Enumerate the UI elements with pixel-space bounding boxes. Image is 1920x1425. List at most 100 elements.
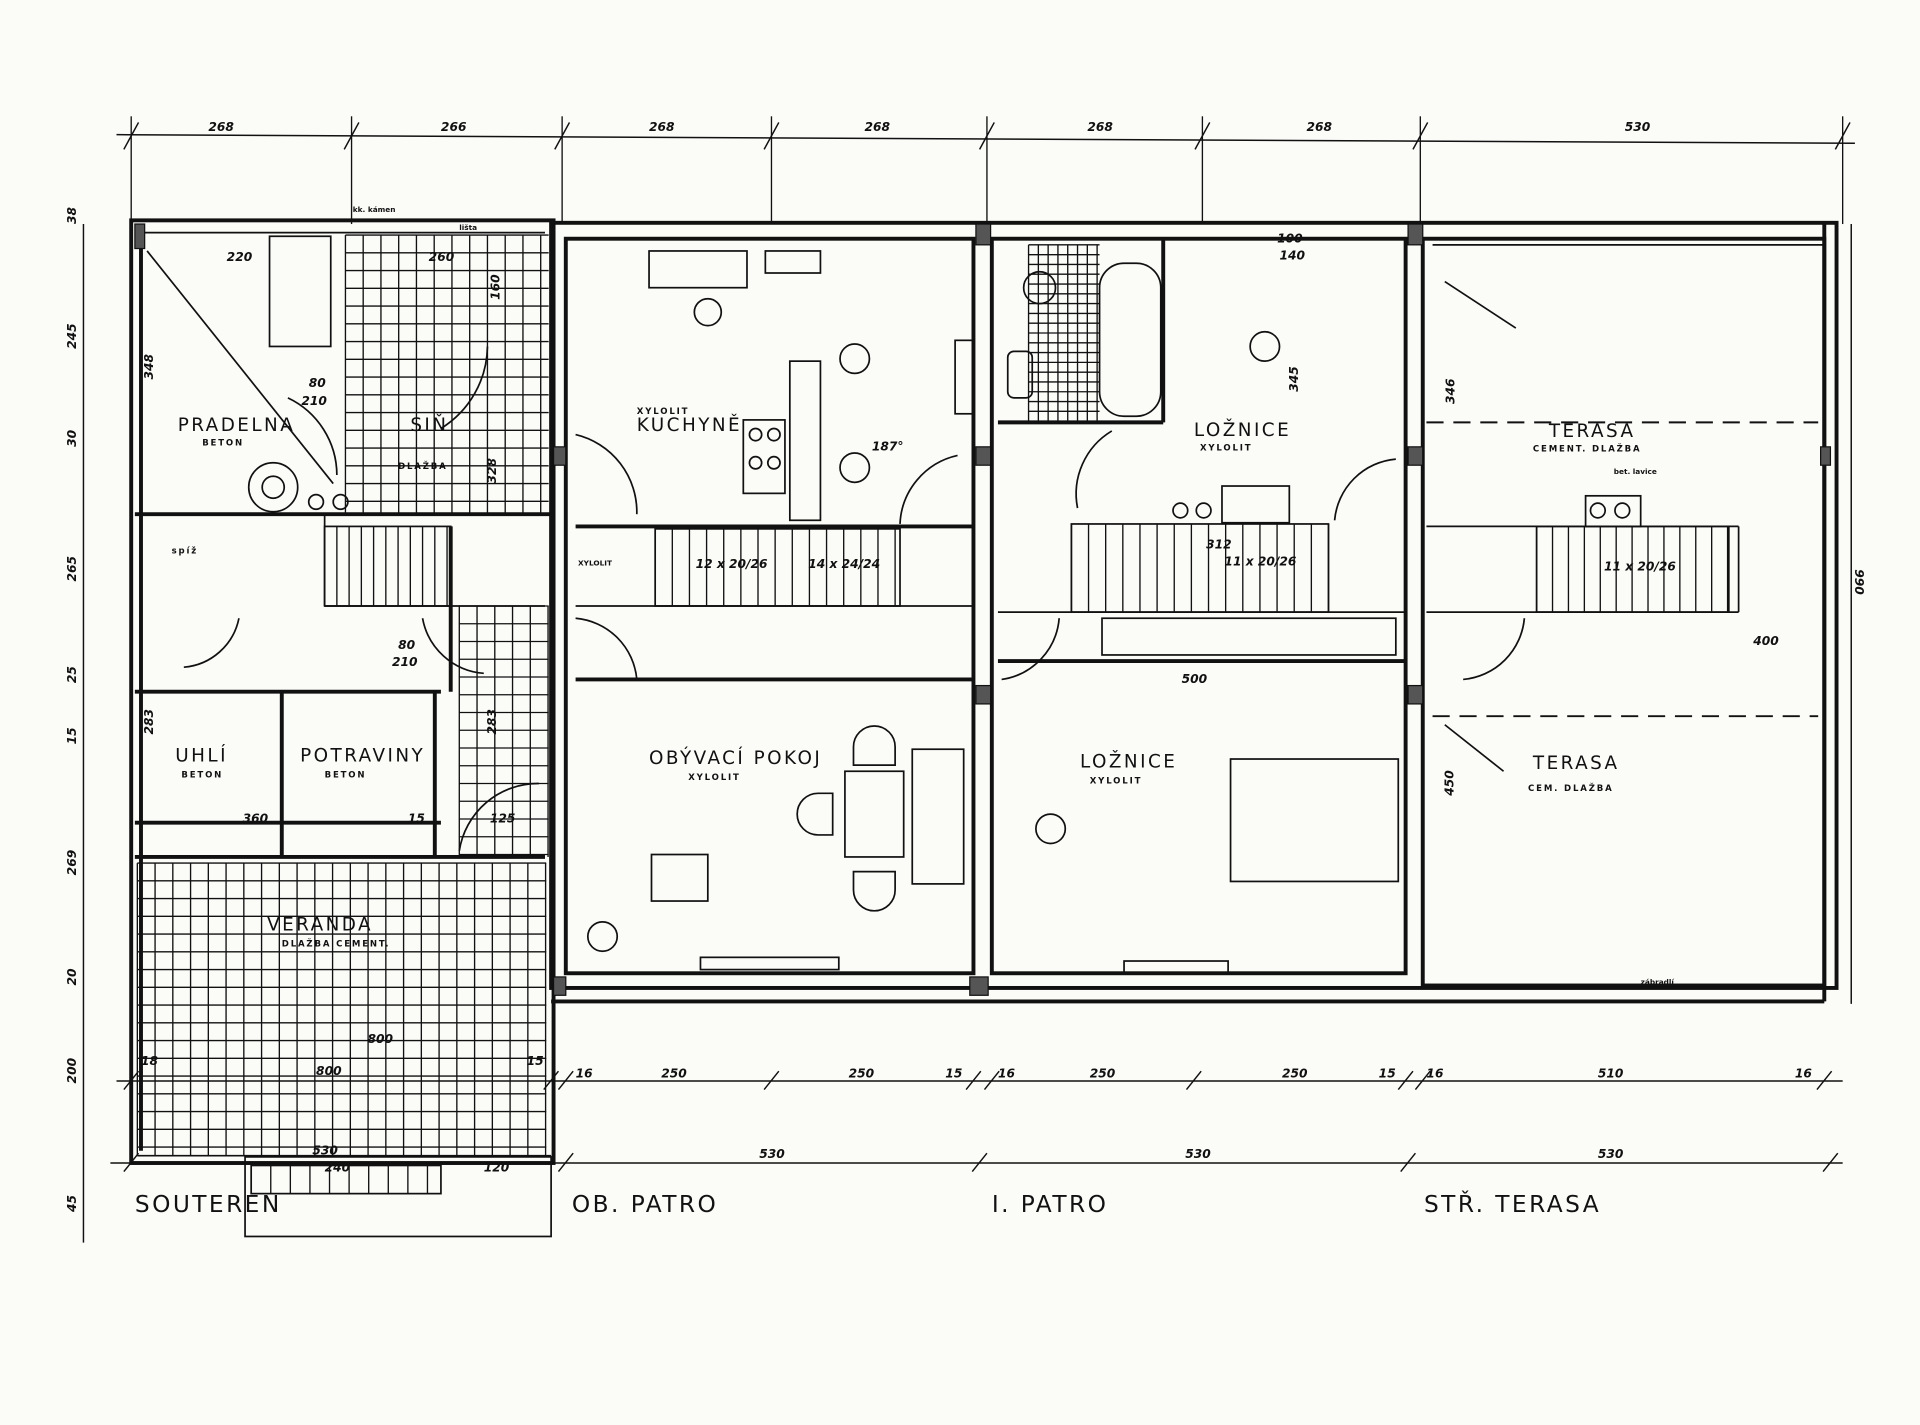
dim-bottom: 18 (141, 1054, 159, 1068)
dim-left: 38 (65, 207, 79, 225)
dim-inner: 140 (1280, 249, 1306, 263)
room-spiz: spíž (172, 546, 198, 556)
material-label: CEM. DLAŽBA (1528, 782, 1614, 794)
dim-top: 530 (1625, 120, 1651, 134)
floor-labels: SOUTEREN OB. PATRO I. PATRO STŘ. TERASA (135, 1190, 1599, 1218)
dim-left: 20 (65, 968, 79, 986)
dim-inner: 11 x 20/26 (1224, 555, 1296, 569)
room-pradelna: PRADELNA (178, 415, 295, 436)
dimension-tick (1185, 1070, 1202, 1091)
dim-inner: 312 (1206, 537, 1232, 551)
material-label: DLAŽBA (398, 460, 448, 472)
dim-bottom: 250 (661, 1066, 687, 1080)
dimension-tick (763, 1070, 780, 1091)
floor-label-i-patro: I. PATRO (992, 1191, 1109, 1218)
note-lavice: bet. lavice (1614, 467, 1657, 476)
dim-bottom: 510 (1598, 1066, 1624, 1080)
dim-bottom: 16 (576, 1066, 594, 1080)
dim-inner: 500 (1182, 672, 1208, 686)
room-terasa-upper: TERASA (1548, 421, 1636, 442)
dim-inner: 220 (227, 250, 253, 264)
dimension-tick (123, 1070, 140, 1091)
dim-inner: 100 (1277, 231, 1303, 245)
dim-left: 30 (65, 429, 79, 447)
dim-bottom: 250 (849, 1066, 875, 1080)
dimension-tick (965, 1070, 982, 1091)
dim-bottom-total: 530 (1185, 1147, 1211, 1161)
dim-inner: 187° (872, 440, 904, 454)
dim-left: 265 (65, 556, 79, 582)
stair-flight (323, 525, 452, 607)
note-kamen: kk. kámen (353, 205, 396, 214)
room-loznice-upper: LOŽNICE (1194, 419, 1291, 441)
dim-top: 268 (1087, 120, 1113, 134)
dim-inner: 346 (1444, 378, 1458, 404)
dim-top: 266 (441, 120, 467, 134)
dim-inner: 210 (392, 655, 418, 669)
dimension-tick (1414, 1070, 1431, 1091)
dim-inner: 12 x 20/26 (696, 557, 768, 571)
dimension-tick (557, 1152, 574, 1173)
bottom-dimension-lines: 990 (82, 224, 1866, 1243)
building-walls (129, 218, 1839, 1238)
dimension-tick (557, 1070, 574, 1091)
room-veranda: VERANDA (267, 914, 373, 935)
material-label: XYLOLIT (1090, 777, 1143, 787)
dim-bottom: 250 (1090, 1066, 1116, 1080)
dim-inner: 345 (1287, 366, 1301, 392)
material-label: CEMENT. DLAŽBA (1533, 443, 1642, 455)
dim-inner: 260 (429, 250, 455, 264)
dim-inner: 120 (484, 1161, 510, 1175)
note-lista: lišta (459, 223, 477, 232)
dimension-tick (1822, 1152, 1839, 1173)
note-xylolit: XYLOLIT (578, 559, 612, 568)
dim-left: 45 (65, 1195, 79, 1213)
dim-left: 200 (65, 1057, 79, 1083)
dim-inner: 360 (243, 812, 269, 826)
dimension-tick (1816, 1070, 1833, 1091)
dim-inner: 328 (485, 458, 499, 484)
floor-label-souteren: SOUTEREN (135, 1191, 282, 1218)
dimension-tick (971, 1152, 988, 1173)
room-labels: PRADELNA BETON SIŇ DLAŽBA KUCHYNĚ XYLOLI… (172, 205, 1675, 986)
top-dimension-line (116, 116, 1855, 225)
dim-total-depth: 990 (1852, 569, 1866, 595)
material-label: BETON (181, 770, 223, 780)
dim-bottom: 16 (998, 1066, 1016, 1080)
staircases (250, 523, 1730, 1195)
material-label: XYLOLIT (637, 407, 690, 417)
dimension-tick (1397, 1070, 1414, 1091)
dim-inner: 400 (1752, 634, 1779, 648)
dim-top: 268 (1306, 120, 1332, 134)
note-zabradli: zábradlí (1641, 977, 1675, 986)
material-label: XYLOLIT (688, 773, 741, 783)
dim-bottom: 15 (527, 1054, 544, 1068)
room-kuchyne: KUCHYNĚ (637, 414, 742, 436)
dim-left: 245 (65, 323, 79, 349)
dim-inner: 800 (367, 1032, 393, 1046)
dimension-tick (543, 1070, 560, 1091)
door-swings (183, 346, 1526, 851)
dim-bottom-total: 530 (312, 1143, 338, 1157)
dim-bottom-total: 530 (1598, 1147, 1624, 1161)
room-sin: SIŇ (410, 414, 448, 436)
dimension-tick (123, 1152, 140, 1173)
dim-inner: 80 (309, 376, 327, 390)
material-label: BETON (202, 439, 244, 449)
material-label: XYLOLIT (1200, 444, 1253, 454)
dim-bottom: 250 (1282, 1066, 1308, 1080)
dim-left: 269 (65, 850, 79, 876)
room-obyvaci-pokoj: OBÝVACÍ POKOJ (649, 747, 822, 769)
dim-inner: 283 (142, 709, 156, 735)
dim-bottom-total: 530 (759, 1147, 785, 1161)
floor-label-ob-patro: OB. PATRO (572, 1191, 718, 1218)
room-terasa-lower: TERASA (1532, 753, 1620, 774)
dim-top: 268 (865, 120, 891, 134)
dim-inner: 14 x 24/24 (808, 557, 880, 571)
dim-bottom: 800 (316, 1064, 342, 1078)
dim-inner: 450 (1442, 770, 1456, 797)
dim-bottom: 15 (945, 1066, 962, 1080)
